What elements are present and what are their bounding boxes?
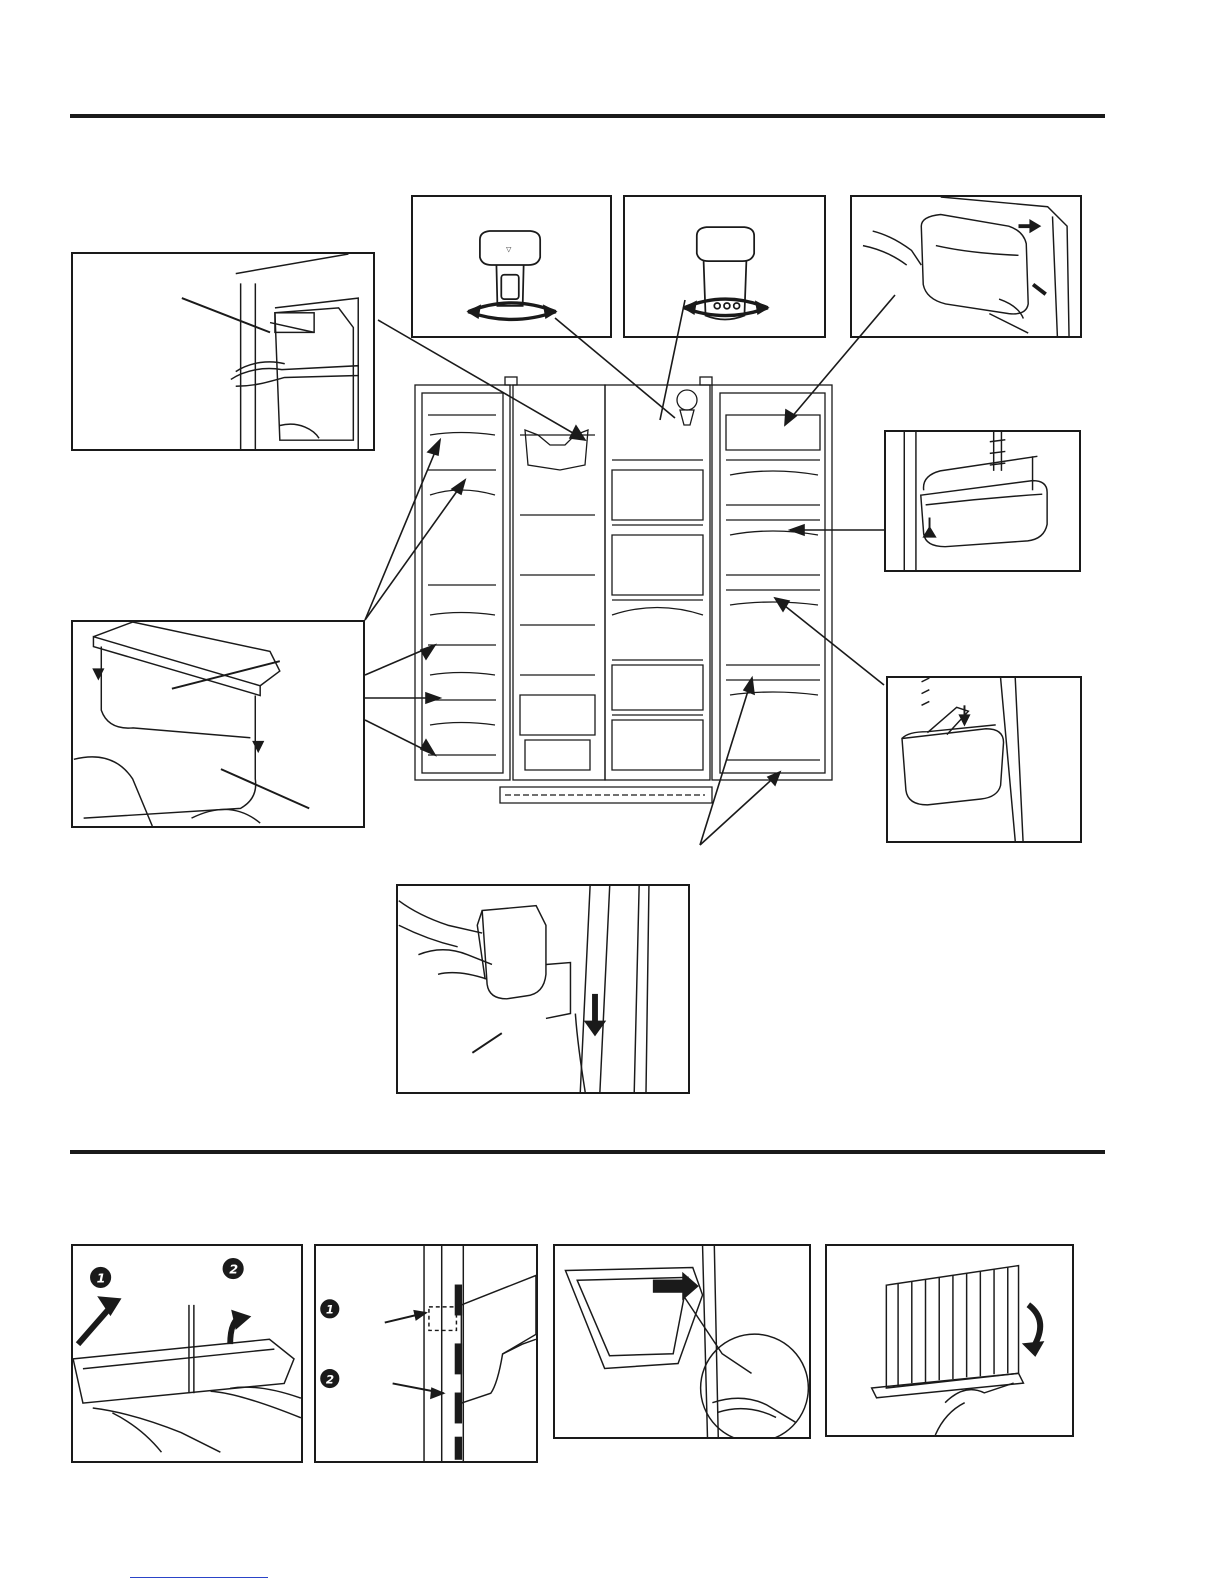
step-2-label: 2: [229, 1262, 238, 1277]
top-section-rule: [70, 114, 1105, 118]
glass-shelf-lift-panel: 1 2: [71, 1244, 303, 1463]
svg-text:▽: ▽: [506, 245, 512, 253]
bottom-section-rule: [70, 1150, 1105, 1154]
ice-bucket-removal-panel: [850, 195, 1082, 338]
step-1-label: 1: [97, 1271, 106, 1286]
crisper-drawer-slide-panel: [553, 1244, 811, 1439]
shelf-slot-hooks-panel: 1 2: [314, 1244, 538, 1463]
door-bin-down-arrow-illustration: [888, 678, 1080, 841]
shelf-clip-arrow-illustration: [73, 622, 363, 826]
freezer-bin-hand-illustration: [73, 254, 373, 449]
wire-door-bin-panel: [884, 430, 1081, 572]
freezer-shelf-clip-panel: [71, 620, 365, 828]
filter-cap-rotate-panel-a: ▽: [411, 195, 612, 338]
step-1-label: 1: [326, 1303, 334, 1317]
wire-shelf-flip-illustration: [827, 1246, 1072, 1435]
rotate-arrow-icon: ▽: [413, 197, 610, 336]
bin-removal-panel: [396, 884, 690, 1094]
side-by-side-refrigerator-illustration: [400, 375, 840, 815]
footer-link-underline[interactable]: [130, 1577, 268, 1578]
bin-removal-down-arrow-illustration: [398, 886, 688, 1092]
main-refrigerator: [400, 375, 840, 815]
ice-bucket-hands-illustration: [852, 197, 1080, 336]
filter-cap-rotate-panel-b: [623, 195, 826, 338]
freezer-bin-removal-panel: [71, 252, 375, 451]
glass-shelf-lift-illustration: 1 2: [73, 1246, 301, 1461]
crisper-drawer-slide-illustration: [555, 1246, 809, 1437]
small-door-bin-panel: [886, 676, 1082, 843]
step-2-label: 2: [326, 1372, 334, 1386]
wire-shelf-flip-panel: [825, 1244, 1074, 1437]
shelf-slot-hook-illustration: 1 2: [316, 1246, 536, 1461]
rotate-arrow-icon: [625, 197, 824, 336]
wire-door-bin-illustration: [886, 432, 1079, 570]
